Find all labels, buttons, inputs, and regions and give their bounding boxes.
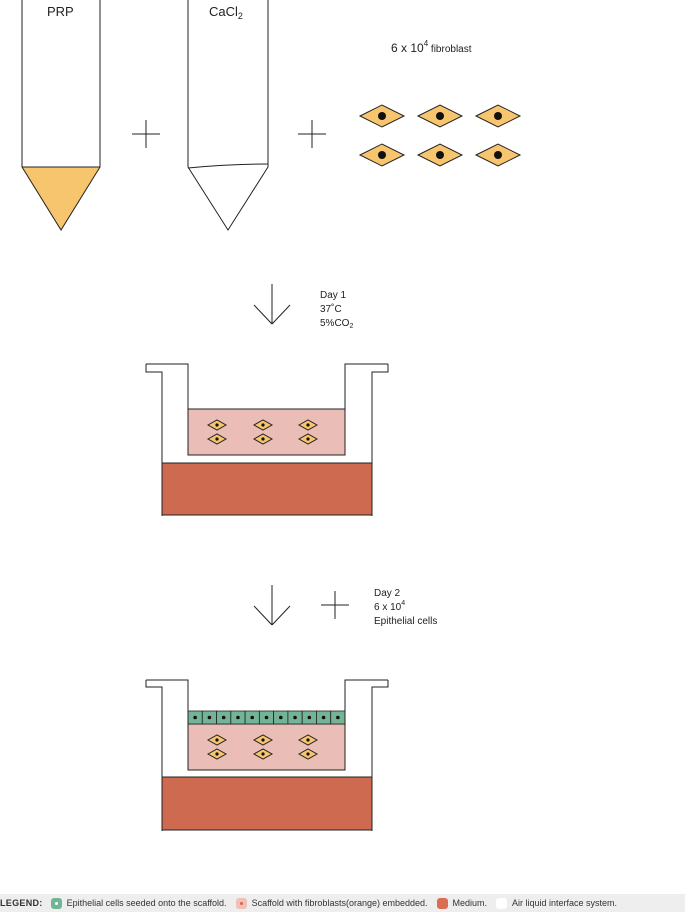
epithelial-layer [187,710,346,725]
legend-item-scaffold: Scaffold with fibroblasts(orange) embedd… [235,897,428,909]
epithelial-nucleus [236,715,240,720]
well-outline-day1-right [371,364,389,516]
well-outline-day2-left [145,680,163,831]
step2-count-label: 6 x 104 [374,600,405,613]
scaffold-fibroblast-cell [206,734,228,746]
scaffold-fibroblast-cell [252,748,274,760]
plus-sign-2 [298,120,326,148]
fibroblast-cell [416,143,464,167]
ali-swatch-icon [496,897,508,909]
transwell-day2 [145,679,389,831]
transwell-day1 [145,363,389,516]
fibroblast-cell [358,104,406,128]
legend-item-epithelial: Epithelial cells seeded onto the scaffol… [50,897,227,909]
step1-temp-label: 37˚C [320,303,342,315]
legend-medium-label: Medium. [452,898,488,908]
fibroblast-cell [416,104,464,128]
fibroblast-cells-group [358,104,522,167]
prp-fill [22,167,100,230]
scaffold-swatch-icon [235,897,247,909]
scaffold-fibroblast-cell [206,419,228,431]
scaffold-cells-day2 [206,734,319,760]
cacl2-level-line [187,163,269,169]
epithelial-nucleus [278,715,283,720]
legend-scaffold-label: Scaffold with fibroblasts(orange) embedd… [251,898,428,908]
scaffold-fibroblast-cell [252,419,274,431]
well-outline-day2-right [371,680,389,831]
step1-co2-label: 5%CO2 [320,318,353,330]
scaffold-fibroblast-cell [206,748,228,760]
scaffold-fibroblast-cell [252,734,274,746]
epithelial-nucleus [207,715,212,720]
scaffold-fibroblast-cell [297,748,319,760]
step2-cells-label: Epithelial cells [374,616,437,627]
plus-sign-3 [321,591,349,619]
legend-item-medium: Medium. [436,897,488,909]
scaffold-day1 [187,408,346,456]
epithelial-nucleus [321,715,326,720]
legend-bar: LEGEND: Epithelial cells seeded onto the… [0,894,685,912]
cacl2-tube-outline [187,0,269,231]
transwell-insert-day1 [187,375,346,456]
legend-ali-label: Air liquid interface system. [512,898,618,908]
epithelial-nucleus [336,715,340,720]
fibroblast-cell [474,143,522,167]
plus-sign-1 [132,120,160,148]
well-outline-day1-left [145,364,163,516]
epithelial-nucleus [193,715,197,720]
scaffold-fibroblast-cell [206,433,228,445]
scaffold-day2 [187,723,346,771]
cacl2-tube [187,0,269,231]
epithelial-nucleus [293,715,297,720]
arrow-down-1 [253,284,291,325]
epithelial-nucleus [264,715,269,720]
scaffold-fibroblast-cell [297,419,319,431]
insert-rim-day2 [146,679,388,689]
epithelial-swatch-icon [50,897,62,909]
scaffold-cells-day1 [206,419,319,445]
scaffold-fibroblast-cell [252,433,274,445]
medium-day1 [161,462,373,516]
prp-tube [21,0,101,231]
fibroblast-cell [474,104,522,128]
fibroblast-cell [358,143,406,167]
fibroblast-count-label: 6 x 104 fibroblast [391,39,472,55]
prp-tube-outline [21,0,101,231]
arrow-down-2 [253,585,291,626]
scaffold-fibroblast-cell [297,734,319,746]
epithelial-nucleus [307,715,312,720]
cacl2-label: CaCl2 [209,4,243,21]
medium-swatch-icon [436,897,448,909]
step1-day-label: Day 1 [320,290,347,301]
legend-item-ali: Air liquid interface system. [496,897,618,909]
scaffold-fibroblast-cell [297,433,319,445]
step2-day-label: Day 2 [374,588,401,599]
epithelial-nucleus [221,715,226,720]
epithelial-nucleus [250,715,255,720]
prp-label: PRP [47,4,74,19]
medium-day2 [161,776,373,831]
legend-title: LEGEND: [0,898,43,908]
insert-rim-day1 [146,363,388,375]
legend-epithelial-label: Epithelial cells seeded onto the scaffol… [66,898,227,908]
transwell-insert-day2 [187,689,346,771]
